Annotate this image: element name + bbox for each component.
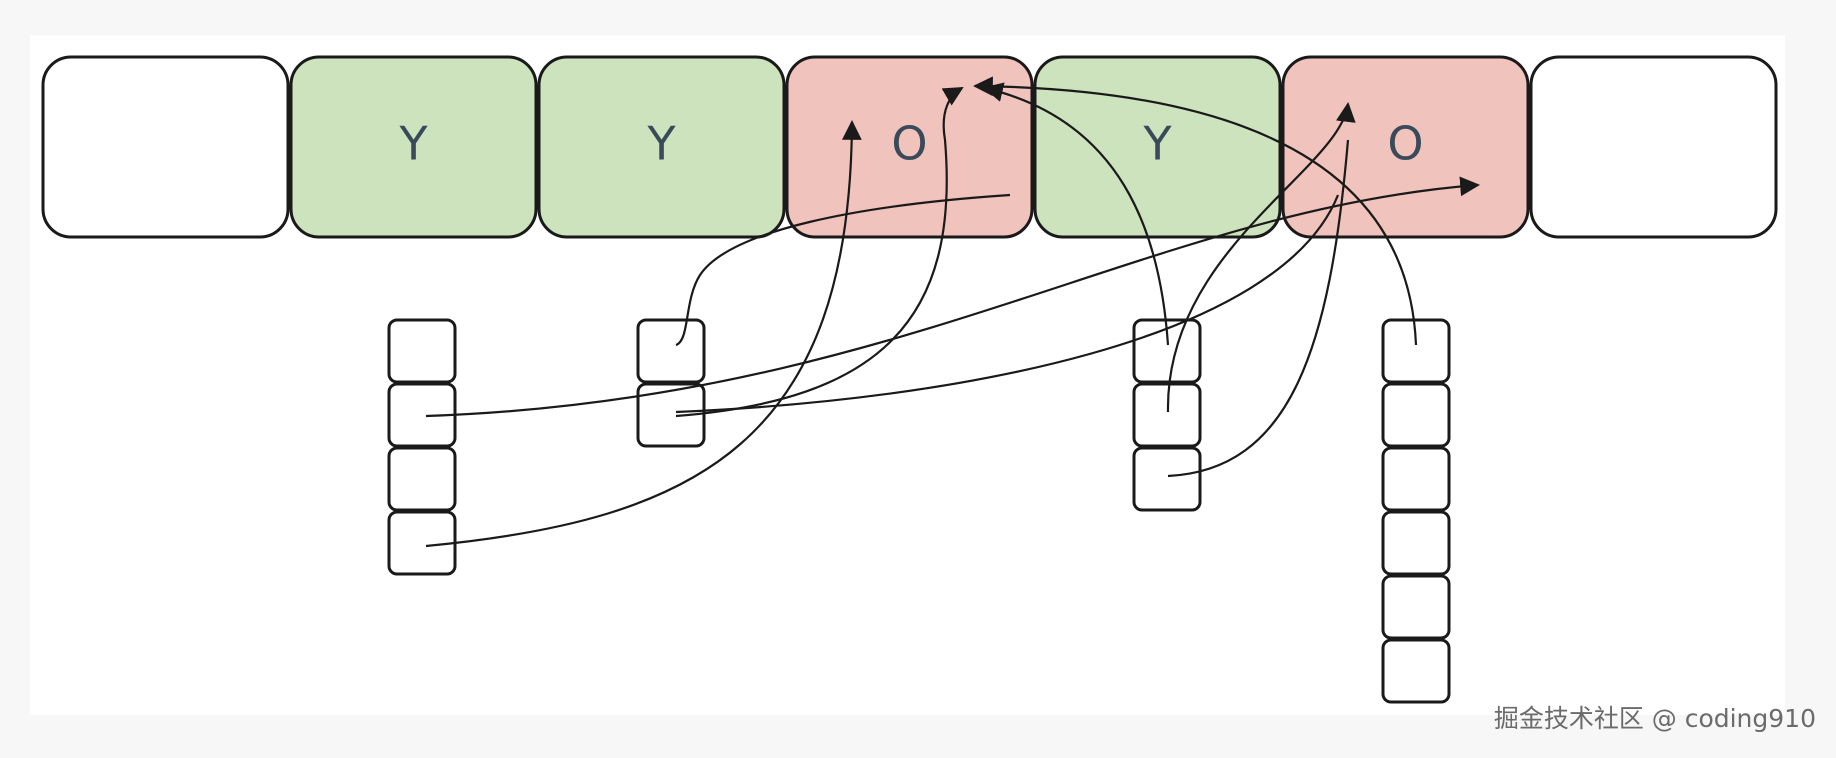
reference-arrow [675,193,1011,347]
card-table [1132,318,1202,512]
region-label: Y [398,117,428,171]
region-empty [1529,55,1778,239]
card-cell [636,318,706,384]
reference-arrows [425,76,1480,548]
card-table [636,318,706,448]
region-block [1033,55,1282,239]
card-cell [636,382,706,448]
card-cell [1381,318,1451,384]
reference-arrow [675,194,1340,414]
card-tables [387,318,1451,704]
region-young: Y [289,55,538,239]
reference-arrow [983,82,1170,346]
card-cell [1381,446,1451,512]
reference-arrow [425,120,862,548]
region-label: O [891,117,927,171]
region-block [289,55,538,239]
region-young: Y [1033,55,1282,239]
card-cell [1132,446,1202,512]
card-cell [387,318,457,384]
reference-arrow [425,176,1480,418]
region-label: O [1387,117,1423,171]
region-old: O [785,55,1034,239]
card-table [1381,318,1451,704]
card-cell [387,446,457,512]
region-empty [41,55,290,239]
watermark-text: 掘金技术社区 @ coding910 [1494,704,1816,733]
card-cell [1132,382,1202,448]
reference-arrow [1167,139,1350,478]
region-young: Y [537,55,786,239]
card-cell [1381,574,1451,640]
card-cell [1381,638,1451,704]
region-label: Y [1142,117,1172,171]
region-label: Y [646,117,676,171]
region-block [537,55,786,239]
region-block [41,55,290,239]
card-table [387,318,457,576]
card-cell [1381,382,1451,448]
card-cell [1381,510,1451,576]
reference-arrow [973,76,1418,346]
region-block [1529,55,1778,239]
reference-arrow [675,87,964,418]
reference-arrow [1166,102,1356,413]
